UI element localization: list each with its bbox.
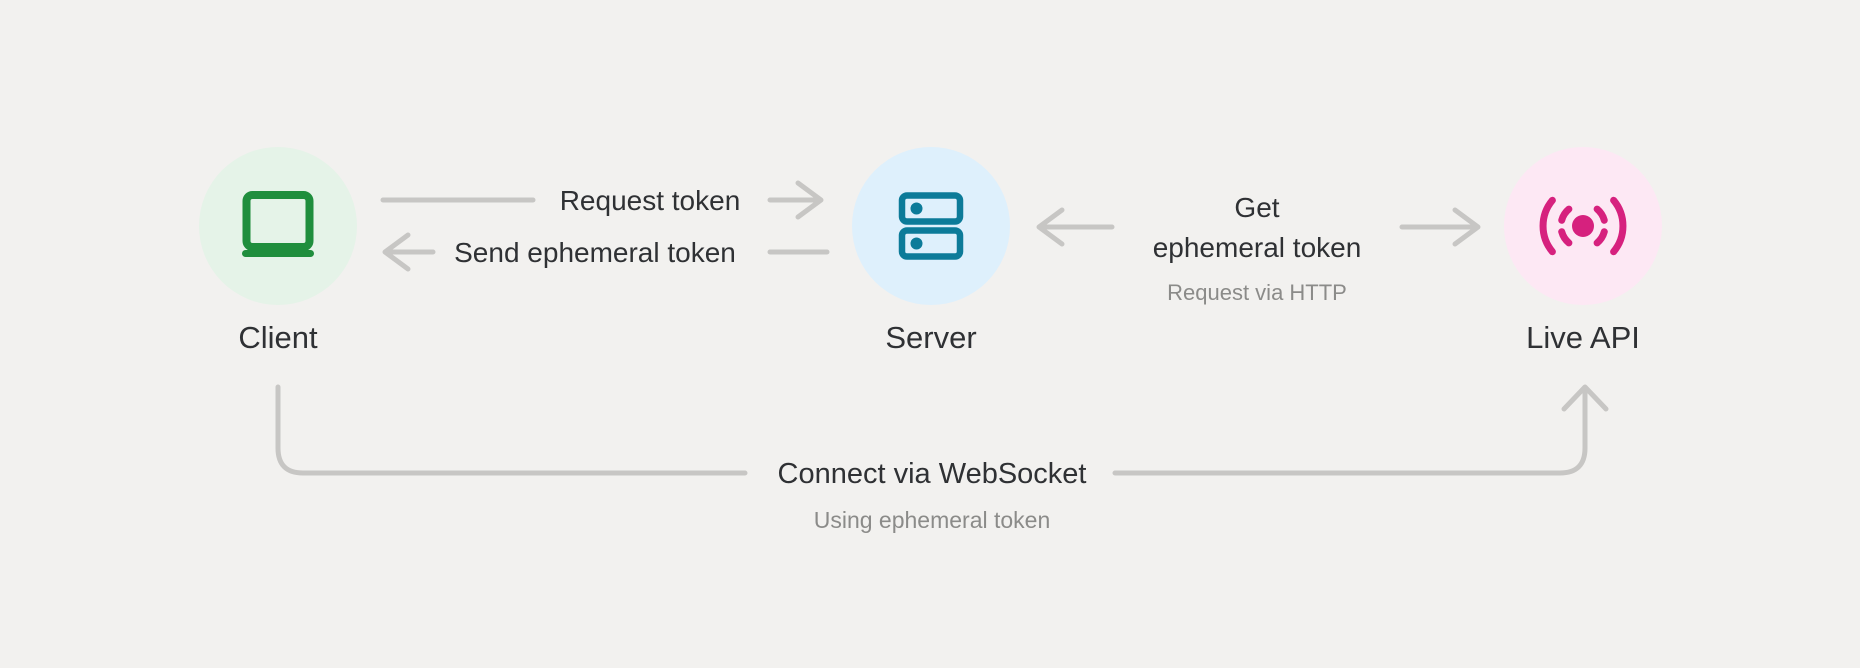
websocket-sublabel: Using ephemeral token bbox=[813, 507, 1051, 533]
liveapi-circle bbox=[1504, 147, 1662, 305]
request-token-arrowhead bbox=[767, 180, 824, 220]
get-token-right-arrowhead bbox=[1399, 207, 1481, 247]
server-circle bbox=[852, 147, 1010, 305]
server-icon bbox=[898, 192, 964, 260]
client-circle bbox=[199, 147, 357, 305]
get-token-label-line1: Get bbox=[1234, 192, 1280, 223]
websocket-path-left bbox=[275, 384, 748, 476]
get-token-left-arrowhead bbox=[1036, 207, 1115, 247]
send-token-label: Send ephemeral token bbox=[454, 237, 736, 268]
get-token-label-line2: ephemeral token bbox=[1152, 232, 1362, 263]
laptop-icon bbox=[242, 191, 314, 257]
node-label-client: Client bbox=[238, 320, 318, 355]
websocket-path-right bbox=[1112, 384, 1609, 476]
get-token-label: Get ephemeral token bbox=[1153, 188, 1362, 268]
request-token-label: Request token bbox=[559, 185, 741, 216]
node-label-server: Server bbox=[885, 320, 977, 355]
broadcast-icon bbox=[1539, 196, 1627, 256]
node-label-liveapi: Live API bbox=[1526, 320, 1640, 355]
send-token-arrowhead bbox=[382, 232, 436, 272]
get-token-sublabel: Request via HTTP bbox=[1167, 280, 1347, 305]
websocket-label: Connect via WebSocket bbox=[777, 458, 1087, 490]
